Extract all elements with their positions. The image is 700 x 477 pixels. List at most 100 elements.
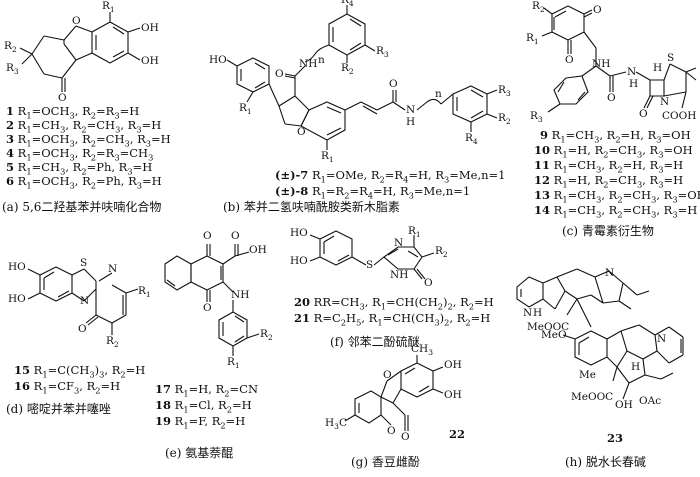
atom-f-n1: N — [394, 237, 404, 249]
atom-f-s: S — [366, 259, 374, 271]
atom-c-r3: R3 — [530, 110, 543, 125]
atom-b-r3b: R3 — [498, 84, 511, 99]
compound-f-20: 20 RR=CH3, R1=CH(CH2)2, R2=H — [294, 295, 494, 312]
atom-c-r1: R1 — [526, 32, 539, 47]
compound-e-17: 17 R1=H, R2=CN — [155, 382, 259, 399]
compound-a-4: 4 R1=OCH3, R2=R3=CH3 — [6, 146, 154, 163]
atom-g-h3c: H3C — [325, 417, 348, 432]
atom-c-o1: O — [593, 4, 602, 16]
structure-b-bonds — [226, 5, 498, 150]
atom-g-o3: O — [401, 431, 410, 443]
atom-f-nh: NH — [390, 269, 409, 281]
atom-b-n1: n — [318, 54, 325, 66]
atom-b-h2: H — [406, 116, 416, 128]
atom-f-ho2: HO — [290, 255, 308, 267]
atom-c-nh2: N — [627, 66, 637, 78]
compound-d-15: 15 R1=C(CH3)3, R2=H — [14, 363, 146, 380]
structure-h-bonds — [516, 268, 684, 400]
atom-c-h: H — [629, 78, 639, 90]
atom-a-r3: R3 — [6, 62, 19, 77]
atom-b-r1a: R1 — [239, 102, 252, 117]
atom-f-o: O — [424, 277, 433, 289]
compound-c-12: 12 R1=H, R2=CH3, R3=H — [534, 173, 684, 190]
atom-e-o2: O — [231, 230, 240, 242]
atom-c-s: S — [667, 52, 675, 64]
panel-b: R4 R3 R2 n NH O HO R1 O R1 O N H n R3 R2… — [205, 0, 511, 220]
compound-c-11: 11 R1=CH3, R2=H, R3=H — [534, 158, 684, 175]
atom-e-r1: R1 — [227, 356, 240, 371]
atom-b-r2b: R2 — [498, 112, 511, 127]
atom-h-meooc1: MeOOC — [527, 321, 570, 333]
structure-f-bonds — [309, 230, 435, 280]
atom-b-r4b: R4 — [465, 132, 478, 147]
atom-d-o: O — [78, 323, 87, 335]
atom-e-oh: OH — [249, 244, 267, 256]
panel-g: CH3 OH O OH H3C O O 22 (g) 香豆雌酚 — [325, 343, 490, 477]
atom-b-nh2: N — [406, 104, 416, 116]
atom-b-r1b: R1 — [321, 150, 334, 165]
atom-c-cooh: COOH — [662, 110, 697, 122]
atom-d-ho1: HO — [8, 261, 26, 273]
atom-b-o2: O — [389, 78, 398, 90]
atom-d-n2: N — [80, 295, 90, 307]
atom-e-nh: NH — [231, 289, 250, 301]
compound-a-5: 5 R1=CH3, R2=Ph, R3=H — [6, 160, 153, 177]
structure-e-bonds — [164, 244, 260, 356]
compound-number-23: 23 — [607, 431, 624, 445]
compound-a-1: 1 R1=OCH3, R2=R3=H — [6, 104, 140, 121]
structure-a-bonds — [19, 12, 141, 92]
compound-b-8: (±)-8 R1=R2=R4=H, R3=Me,n=1 — [275, 184, 471, 201]
atom-e-o1: O — [203, 230, 212, 242]
compound-c-14: 14 R1=CH3, R2=CH3, R3=H — [534, 203, 698, 220]
atom-b-o-ring: O — [297, 126, 306, 138]
atom-b-r3: R3 — [376, 45, 389, 60]
atom-h-meooc2: MeOOC — [571, 391, 614, 403]
atom-d-n1: N — [108, 263, 118, 275]
atom-c-o3: O — [607, 92, 616, 104]
atom-h-n1: N — [605, 267, 615, 279]
compound-a-6: 6 R1=OCH3, R2=Ph, R3=H — [6, 174, 162, 191]
compound-f-21: 21 R=C2H5, R1=CH(CH3)2, R2=H — [294, 311, 491, 328]
atom-a-r1: R1 — [102, 0, 115, 15]
atom-f-r2: R2 — [435, 245, 448, 260]
atom-e-o3: O — [203, 302, 212, 314]
atom-g-o1: O — [383, 369, 392, 381]
caption-a: (a) 5,6二羟基苯并呋喃化合物 — [2, 200, 162, 214]
panel-c: R2 R1 O O O NH N H S H N O R3 COOH 9 R1=… — [510, 0, 700, 250]
compound-e-19: 19 R1=F, R2=H — [155, 414, 246, 431]
atom-h-h2: H — [631, 361, 641, 373]
compound-b-7: (±)-7 R1=OMe, R2=R4=H, R3=Me,n=1 — [275, 168, 506, 185]
atom-f-ho1: HO — [290, 227, 308, 239]
structure-d-bonds — [27, 266, 139, 335]
caption-c: (c) 青霉素衍生物 — [562, 224, 654, 238]
atom-c-h2: H — [653, 62, 663, 74]
atom-c-o2: O — [565, 54, 574, 66]
atom-d-ho2: HO — [8, 293, 26, 305]
atom-d-r2: R2 — [106, 335, 119, 350]
atom-h-nh: N — [523, 307, 533, 319]
structure-c-bonds — [541, 5, 697, 113]
atom-e-r2: R2 — [260, 328, 273, 343]
atom-c-nh: NH — [592, 58, 611, 70]
atom-b-o1: O — [275, 68, 284, 80]
atom-h-meo: MeO — [541, 329, 567, 341]
caption-b: (b) 苯并二氢呋喃酰胺类新木脂素 — [223, 200, 400, 214]
caption-e: (e) 氨基萘醌 — [165, 446, 234, 460]
atom-h-me: Me — [579, 369, 596, 381]
atom-h-oh: OH — [615, 399, 633, 411]
atom-b-r4: R4 — [341, 0, 354, 9]
atom-h-h: H — [533, 307, 543, 319]
atom-h-n2: N — [657, 333, 667, 345]
atom-c-r2: R2 — [532, 0, 545, 15]
caption-h: (h) 脱水长春碱 — [565, 455, 646, 469]
atom-g-oh2: OH — [444, 389, 462, 401]
atom-d-r1: R1 — [138, 285, 151, 300]
compound-e-18: 18 R1=Cl, R2=H — [155, 398, 252, 415]
atom-a-o-keto: O — [58, 92, 67, 104]
panel-d: HO HO S N N R1 O R2 15 R1=C(CH3)3, R2=H … — [0, 255, 151, 477]
compound-c-13: 13 R1=CH3, R2=CH3, R3=OH — [534, 188, 700, 205]
compound-a-2: 2 R1=CH3, R2=CH3, R3=H — [6, 118, 162, 135]
panel-f: HO HO N R1 R2 S NH O 20 RR=CH3, R1=CH(CH… — [290, 225, 500, 355]
atom-b-ho: HO — [209, 54, 227, 66]
atom-g-o2: O — [387, 425, 396, 437]
